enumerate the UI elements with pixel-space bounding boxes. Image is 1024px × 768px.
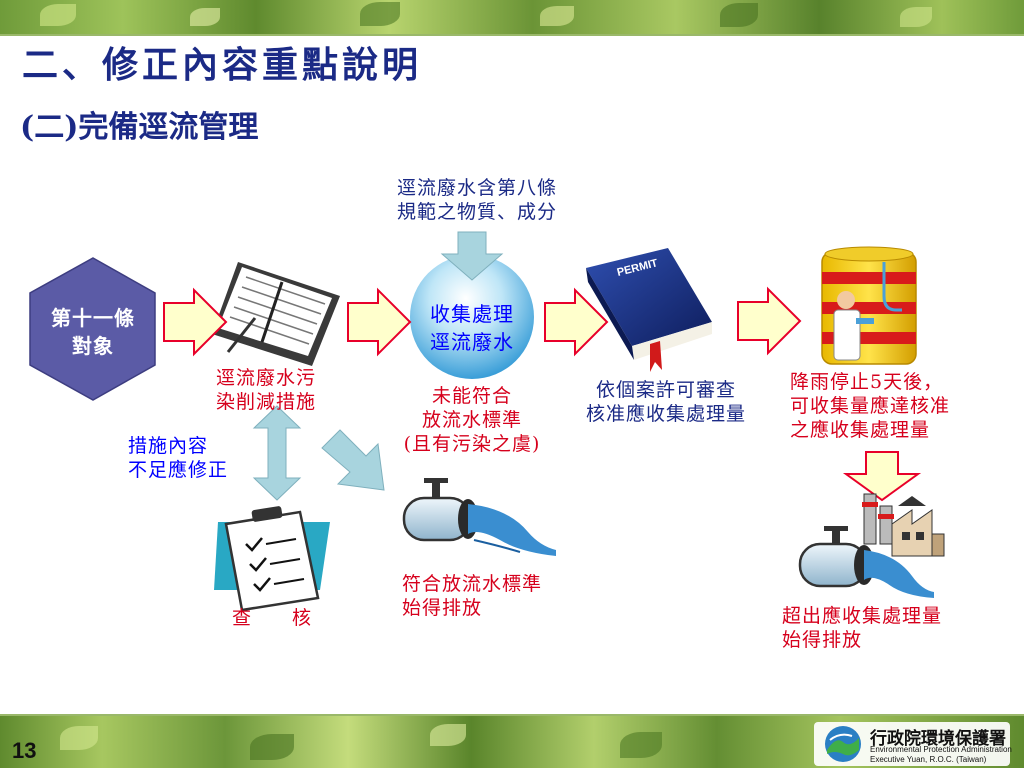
- page-title: 二、修正內容重點說明: [22, 44, 423, 86]
- collect-label: 收集處理 逕流廢水: [430, 302, 514, 354]
- bottom-divider: [0, 714, 1024, 716]
- rain-label: 降雨停止5天後， 可收集量應達核准 之應收集處理量: [790, 371, 951, 441]
- epa-logo-icon: [825, 726, 861, 762]
- org-name-en-line1: Environmental Protection Administration: [870, 745, 1012, 754]
- flow-arrow-2: [347, 287, 412, 357]
- org-name-cn: 行政院環境保護署: [870, 729, 1006, 749]
- chemist-drum-icon: [821, 246, 917, 365]
- compliant-label: 符合放流水標準 始得排放: [402, 573, 543, 619]
- top-foliage-band: [0, 0, 1024, 34]
- flow-arrow-3: [544, 287, 609, 357]
- measures-label: 逕流廢水污 染削減措施: [216, 367, 317, 413]
- top-divider: [0, 34, 1024, 36]
- permit-book-icon: PERMIT: [586, 248, 712, 372]
- notebook-icon: [212, 262, 340, 366]
- insufficient-label: 措施內容 不足應修正: [128, 435, 229, 481]
- noncompliant-diagonal-arrow: [321, 429, 385, 491]
- clipboard-icon: [214, 506, 330, 612]
- flow-arrow-1: [163, 287, 228, 357]
- input-note: 逕流廢水含第八條 規範之物質、成分: [396, 177, 557, 223]
- outflow-pipe-right-icon: [798, 526, 934, 598]
- inspection-label: 查 核: [232, 607, 313, 629]
- page-number: 13: [12, 738, 37, 763]
- article-label: 第十一條 對象: [51, 306, 135, 358]
- excess-label: 超出應收集處理量 始得排放: [782, 605, 943, 651]
- flow-arrow-down: [842, 451, 922, 502]
- outflow-pipe-icon: [402, 478, 556, 556]
- permit-label: 依個案許可審查 核准應收集處理量: [585, 379, 746, 425]
- collect-ball: [410, 255, 534, 379]
- factory-icon: [862, 493, 945, 557]
- org-name-en-line2: Executive Yuan, R.O.C. (Taiwan): [870, 755, 987, 764]
- flow-arrow-4: [737, 286, 802, 356]
- review-double-arrow: [252, 405, 302, 501]
- section-subtitle: (二)完備逕流管理: [20, 110, 259, 145]
- article-hexagon: [29, 257, 156, 401]
- noncompliant-label: 未能符合 放流水標準 (且有污染之虞): [403, 385, 541, 455]
- inflow-down-arrow: [440, 231, 504, 281]
